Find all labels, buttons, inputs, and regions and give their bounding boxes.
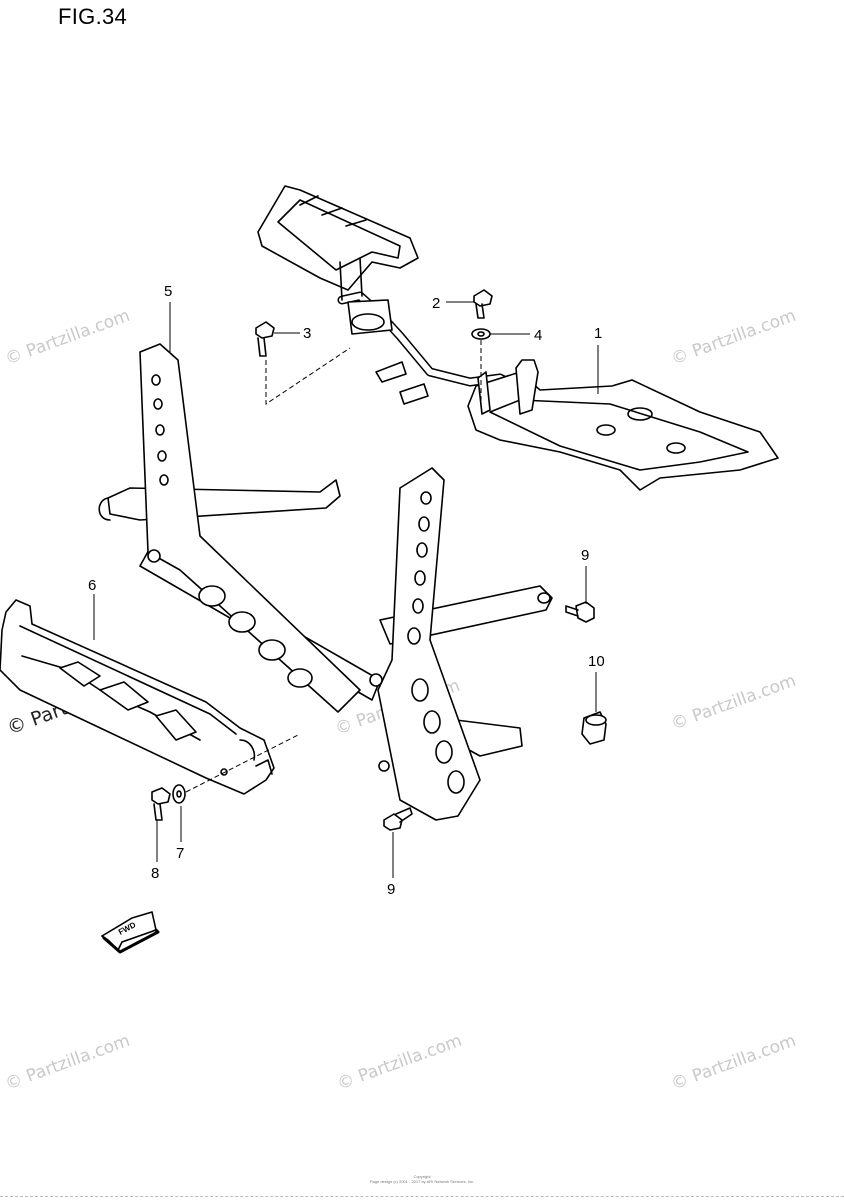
callout-9-lower: 9	[387, 881, 396, 898]
callout-2: 2	[432, 295, 441, 312]
callout-4: 4	[534, 327, 543, 344]
callout-3: 3	[303, 325, 312, 342]
callout-5: 5	[164, 283, 173, 300]
callout-1: 1	[594, 325, 603, 342]
part-clamp-10	[581, 711, 607, 745]
part-front-guard	[98, 343, 553, 821]
part-bolt-2	[473, 289, 493, 319]
leader-lines	[93, 301, 599, 878]
part-washer-4	[471, 328, 491, 340]
part-bolt-9-upper	[565, 601, 595, 623]
callout-6: 6	[88, 577, 97, 594]
callout-9-upper: 9	[581, 547, 590, 564]
callout-8: 8	[151, 865, 160, 882]
part-footrest-bracket	[257, 185, 779, 491]
part-bolt-9-lower	[383, 807, 413, 831]
figure-title: FIG.34	[58, 4, 128, 29]
fwd-arrow-icon	[101, 911, 160, 954]
page-bottom-rule	[0, 1196, 844, 1197]
part-skid-plate	[0, 599, 275, 795]
part-washer-7	[172, 784, 186, 804]
callout-10: 10	[588, 653, 605, 670]
part-bolt-3	[255, 321, 275, 357]
copyright-line-2: Page design (c) 2001 - 2017 by ARI Netwo…	[369, 1179, 475, 1184]
copyright-line-1: Copyright	[413, 1174, 431, 1179]
callout-7: 7	[176, 845, 185, 862]
part-bolt-8	[151, 787, 171, 821]
